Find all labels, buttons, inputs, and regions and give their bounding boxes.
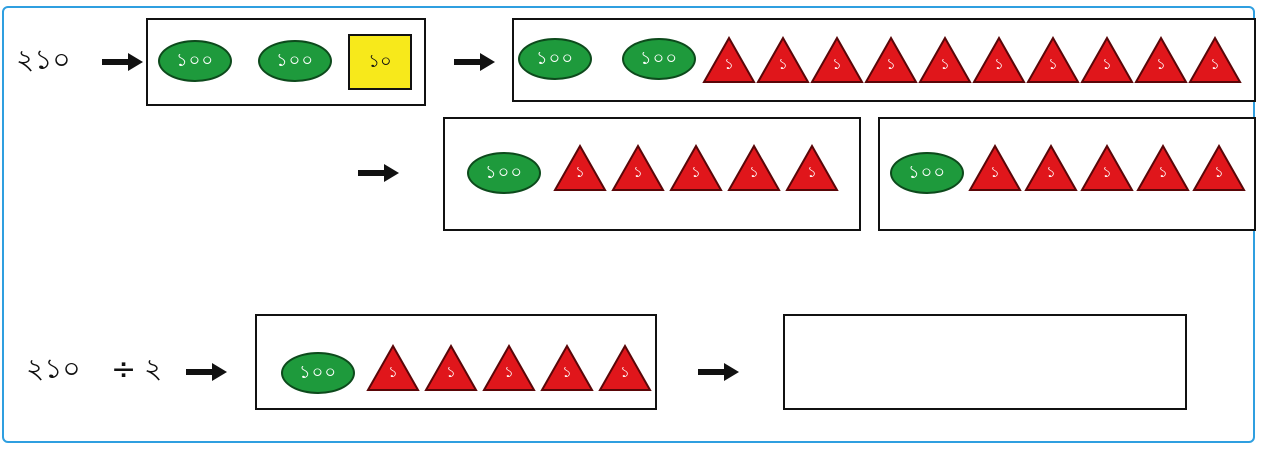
triangle-one-unit-icon: ১ bbox=[727, 144, 781, 192]
triangle-label: ১ bbox=[504, 363, 514, 381]
oval-hundred-unit-icon: ১০০ bbox=[158, 40, 232, 82]
right-arrow-icon bbox=[454, 53, 495, 71]
right-arrow-icon bbox=[358, 164, 399, 182]
triangle-label: ১ bbox=[691, 163, 701, 181]
triangle-one-unit-icon: ১ bbox=[1136, 144, 1190, 192]
triangle-one-unit-icon: ১ bbox=[540, 344, 594, 392]
oval-hundred-unit-icon: ১০০ bbox=[890, 152, 964, 194]
triangle-label: ১ bbox=[633, 163, 643, 181]
triangle-one-unit-icon: ১ bbox=[482, 344, 536, 392]
start-number: ২১০ bbox=[16, 43, 71, 76]
oval-hundred-unit-icon: ১০০ bbox=[622, 38, 696, 80]
oval-hundred-unit-icon: ১০০ bbox=[467, 152, 541, 194]
triangle-one-unit-icon: ১ bbox=[1024, 144, 1078, 192]
triangle-one-unit-icon: ১ bbox=[424, 344, 478, 392]
divide-symbol: ÷ bbox=[111, 352, 137, 387]
triangle-label: ১ bbox=[1214, 163, 1224, 181]
triangle-one-unit-icon: ১ bbox=[1026, 36, 1080, 84]
triangle-label: ১ bbox=[1156, 55, 1166, 73]
triangle-one-unit-icon: ১ bbox=[968, 144, 1022, 192]
triangle-one-unit-icon: ১ bbox=[669, 144, 723, 192]
triangle-label: ১ bbox=[1102, 55, 1112, 73]
right-arrow-icon bbox=[186, 363, 227, 381]
triangle-one-unit-icon: ১ bbox=[1134, 36, 1188, 84]
triangle-label: ১ bbox=[1158, 163, 1168, 181]
triangle-label: ১ bbox=[778, 55, 788, 73]
triangle-label: ১ bbox=[807, 163, 817, 181]
triangle-label: ১ bbox=[388, 363, 398, 381]
triangle-one-unit-icon: ১ bbox=[1192, 144, 1246, 192]
triangle-one-unit-icon: ১ bbox=[864, 36, 918, 84]
triangle-label: ১ bbox=[994, 55, 1004, 73]
triangle-one-unit-icon: ১ bbox=[598, 344, 652, 392]
triangle-one-unit-icon: ১ bbox=[1080, 144, 1134, 192]
triangle-label: ১ bbox=[562, 363, 572, 381]
triangle-one-unit-icon: ১ bbox=[972, 36, 1026, 84]
triangle-label: ১ bbox=[620, 363, 630, 381]
triangle-label: ১ bbox=[1210, 55, 1220, 73]
right-arrow-icon bbox=[102, 53, 143, 71]
triangle-one-unit-icon: ১ bbox=[1080, 36, 1134, 84]
square-ten-unit-icon: ১০ bbox=[348, 34, 412, 90]
triangle-label: ১ bbox=[886, 55, 896, 73]
triangle-one-unit-icon: ১ bbox=[553, 144, 607, 192]
triangle-label: ১ bbox=[724, 55, 734, 73]
triangle-label: ১ bbox=[832, 55, 842, 73]
triangle-label: ১ bbox=[575, 163, 585, 181]
dividend: ২১০ bbox=[26, 352, 81, 385]
triangle-one-unit-icon: ১ bbox=[366, 344, 420, 392]
triangle-label: ১ bbox=[1048, 55, 1058, 73]
triangle-label: ১ bbox=[749, 163, 759, 181]
triangle-one-unit-icon: ১ bbox=[1188, 36, 1242, 84]
answer-box[interactable] bbox=[783, 314, 1187, 410]
triangle-one-unit-icon: ১ bbox=[702, 36, 756, 84]
triangle-one-unit-icon: ১ bbox=[918, 36, 972, 84]
triangle-label: ১ bbox=[940, 55, 950, 73]
oval-hundred-unit-icon: ১০০ bbox=[258, 40, 332, 82]
oval-hundred-unit-icon: ১০০ bbox=[281, 352, 355, 394]
triangle-one-unit-icon: ১ bbox=[810, 36, 864, 84]
triangle-one-unit-icon: ১ bbox=[756, 36, 810, 84]
triangle-label: ১ bbox=[1102, 163, 1112, 181]
oval-hundred-unit-icon: ১০০ bbox=[518, 38, 592, 80]
divisor: ২ bbox=[144, 352, 163, 385]
triangle-label: ১ bbox=[1046, 163, 1056, 181]
triangle-label: ১ bbox=[990, 163, 1000, 181]
triangle-one-unit-icon: ১ bbox=[785, 144, 839, 192]
triangle-one-unit-icon: ১ bbox=[611, 144, 665, 192]
triangle-label: ১ bbox=[446, 363, 456, 381]
right-arrow-icon bbox=[698, 363, 739, 381]
